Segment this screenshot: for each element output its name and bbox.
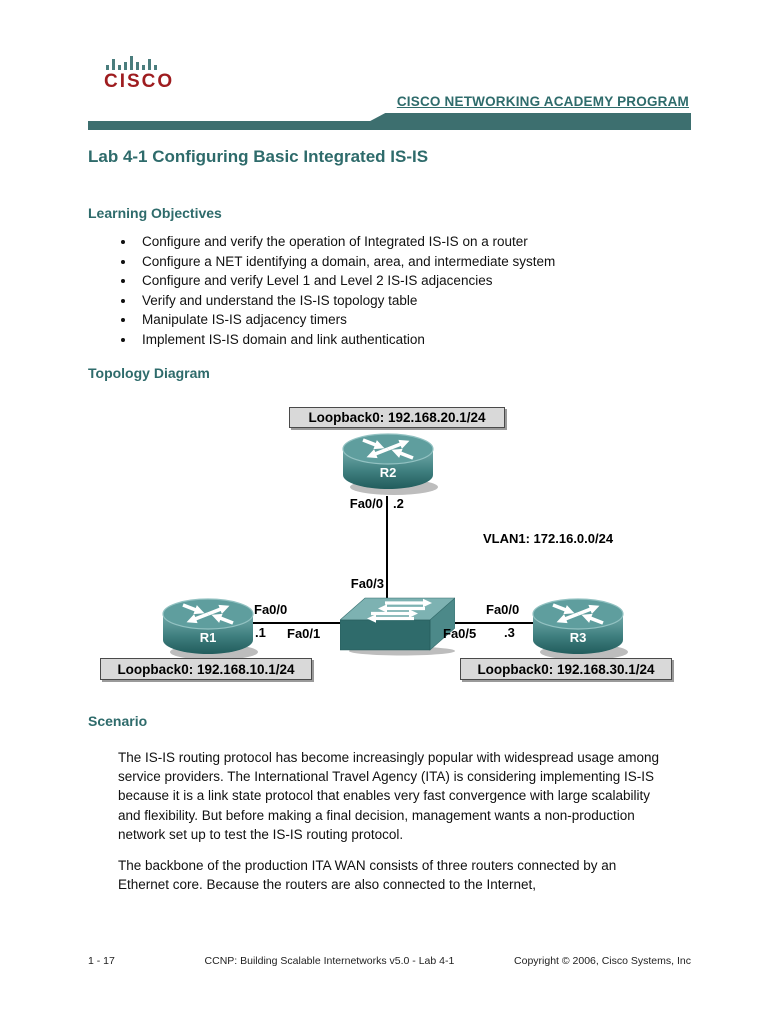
r2-loopback-label: Loopback0: 192.168.20.1/24 <box>289 407 505 428</box>
footer-page-number: 1 - 17 <box>88 955 115 967</box>
r1-loopback-label: Loopback0: 192.168.10.1/24 <box>100 658 312 680</box>
switch-port-fa03-label: Fa0/3 <box>350 576 384 591</box>
cisco-logo: CISCO <box>104 52 194 93</box>
r2-interface-label: Fa0/0 <box>349 496 383 511</box>
r2-name-label: R2 <box>379 465 397 480</box>
router-r3: R3 <box>528 593 628 663</box>
link-r2-switch <box>386 496 388 602</box>
link-r1-switch <box>248 622 343 624</box>
objective-item: Manipulate IS-IS adjacency timers <box>136 310 691 330</box>
objective-item: Configure a NET identifying a domain, ar… <box>136 252 691 272</box>
r3-interface-label: Fa0/0 <box>486 602 520 617</box>
scenario-paragraph-1: The IS-IS routing protocol has become in… <box>118 750 660 842</box>
r1-name-label: R1 <box>199 630 217 645</box>
cisco-logo-bars-icon <box>106 52 194 70</box>
r1-ip-label: .1 <box>255 625 266 640</box>
heading-scenario: Scenario <box>88 713 148 729</box>
page-header: CISCO CISCO NETWORKING ACADEMY PROGRAM <box>88 40 691 130</box>
switch-port-fa01-label: Fa0/1 <box>287 626 321 641</box>
footer-course-title: CCNP: Building Scalable Internetworks v5… <box>204 955 455 967</box>
page-footer: 1 - 17 CCNP: Building Scalable Internetw… <box>88 955 691 967</box>
objectives-list: Configure and verify the operation of In… <box>88 232 691 349</box>
switch-port-fa05-label: Fa0/5 <box>443 626 477 641</box>
router-r2: R2 <box>338 428 438 498</box>
r3-ip-label: .3 <box>504 625 515 640</box>
link-switch-r3 <box>451 622 536 624</box>
switch-icon <box>339 597 456 656</box>
academy-program-banner-text: CISCO NETWORKING ACADEMY PROGRAM <box>396 94 689 109</box>
scenario-paragraph-2: The backbone of the production ITA WAN c… <box>118 858 617 893</box>
switch <box>339 594 456 656</box>
objective-item: Configure and verify the operation of In… <box>136 232 691 252</box>
vlan-label: VLAN1: 172.16.0.0/24 <box>483 531 614 546</box>
router-icon <box>342 433 438 495</box>
r3-loopback-text: Loopback0: 192.168.30.1/24 <box>477 661 655 677</box>
r1-loopback-text: Loopback0: 192.168.10.1/24 <box>117 661 295 677</box>
objective-item: Configure and verify Level 1 and Level 2… <box>136 271 691 291</box>
objective-item: Implement IS-IS domain and link authenti… <box>136 330 691 350</box>
cisco-logo-text: CISCO <box>104 71 175 92</box>
r2-ip-label: .2 <box>393 496 404 511</box>
r3-name-label: R3 <box>569 630 587 645</box>
router-icon <box>532 598 628 660</box>
r1-interface-label: Fa0/0 <box>254 602 288 617</box>
heading-topology-diagram: Topology Diagram <box>88 365 210 381</box>
router-r1: R1 <box>158 593 258 663</box>
heading-learning-objectives: Learning Objectives <box>88 205 222 221</box>
router-icon <box>162 598 258 660</box>
footer-copyright: Copyright © 2006, Cisco Systems, Inc <box>514 955 691 967</box>
topology-diagram: Loopback0: 192.168.20.1/24 R2 Fa0/0 .2 V… <box>88 401 691 693</box>
banner-bar-shape <box>88 113 691 130</box>
page-title: Lab 4-1 Configuring Basic Integrated IS-… <box>88 147 429 166</box>
r2-loopback-text: Loopback0: 192.168.20.1/24 <box>308 410 486 425</box>
objective-item: Verify and understand the IS-IS topology… <box>136 291 691 311</box>
r3-loopback-label: Loopback0: 192.168.30.1/24 <box>460 658 672 680</box>
